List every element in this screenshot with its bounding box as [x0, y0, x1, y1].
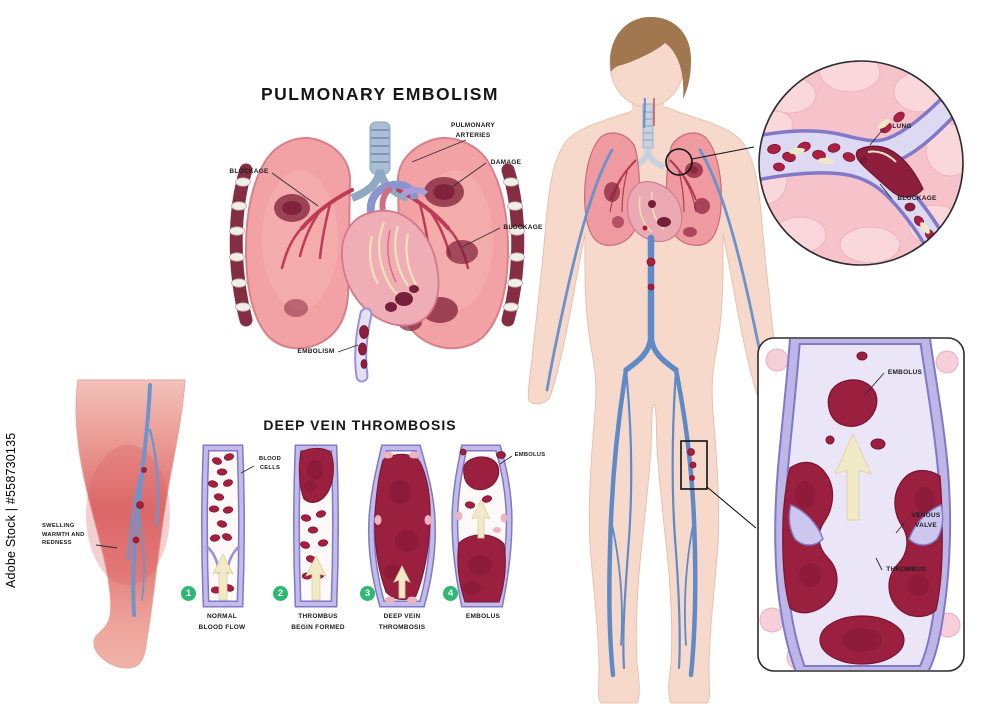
watermark: Adobe Stock | #558730135: [4, 432, 18, 588]
stage-3-caption: DEEP VEIN THROMBOSIS: [378, 613, 426, 632]
body-lungs: [584, 132, 722, 246]
label-inset-embolus: EMBOLUS: [887, 369, 923, 376]
pulmonary-embolism-title: PULMONARY EMBOLISM: [261, 84, 499, 104]
lungs-diagram: [229, 121, 525, 383]
dvt-title: DEEP VEIN THROMBOSIS: [263, 417, 457, 433]
label-leg-symptoms: SWELLING WARMTH AND REDNESS: [42, 523, 85, 547]
label-embolism: EMBOLISM: [297, 348, 335, 355]
stage-2-caption: THROMBUS BEGIN FORMED: [291, 613, 345, 632]
label-inset-blockage: BLOCKAGE: [897, 195, 937, 202]
dvt-stage-3: [371, 448, 432, 604]
body-illustration: [527, 16, 781, 704]
stage-1-caption: NORMAL BLOOD FLOW: [198, 613, 246, 632]
dvt-stage-2: [297, 448, 336, 604]
label-blood-cells: BLOOD CELLS: [258, 456, 282, 471]
label-inset-venous-valve: VENOUS VALVE: [911, 512, 941, 529]
dvt-stage-1: [205, 448, 255, 604]
annotation-markers: [665, 146, 757, 529]
body-veins: [545, 148, 770, 678]
vein-closeup-inset: [757, 337, 965, 672]
body-heart: [626, 181, 683, 243]
lung-closeup-inset: [758, 60, 964, 266]
dvt-stage-4: [455, 448, 512, 604]
stage-3-badge: 3: [360, 586, 375, 601]
stage-4-caption: EMBOLUS: [465, 613, 501, 620]
embolism-vessel: [354, 307, 373, 383]
label-pulmonary-arteries: PULMONARY ARTERIES: [451, 122, 495, 139]
stage-4-badge: 4: [443, 586, 458, 601]
label-blockage-left: BLOCKAGE: [229, 168, 269, 175]
label-inset-thrombus: THROMBUS: [886, 566, 926, 573]
stage-1-badge: 1: [181, 586, 196, 601]
stage-2-badge: 2: [273, 586, 288, 601]
leg-illustration: [75, 379, 186, 669]
heart-illustration: [341, 180, 440, 327]
label-blockage-right: BLOCKAGE: [503, 224, 543, 231]
label-inset-lung: LUNG: [892, 123, 912, 130]
label-damage: DAMAGE: [490, 159, 522, 166]
label-stage4-embolus: EMBOLUS: [514, 452, 546, 458]
